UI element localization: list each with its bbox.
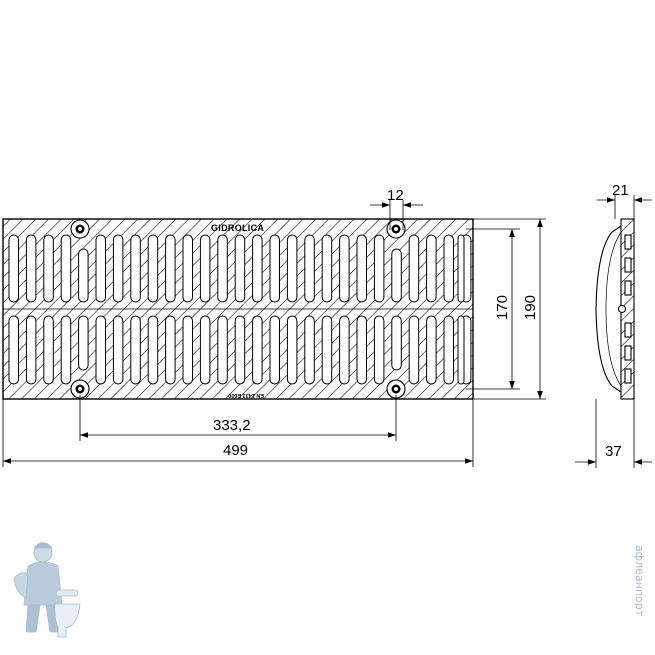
grate-slot: [373, 315, 385, 385]
profile-bottom-curve: [595, 225, 622, 393]
grate-slot: [199, 315, 211, 385]
grate-slot: [182, 234, 193, 303]
standard-label: EN 1433 E600: [228, 392, 264, 398]
grate-slot: [8, 234, 19, 303]
profile-ribs: [624, 234, 632, 384]
grate-slot: [321, 234, 333, 303]
grate-slot: [182, 315, 193, 385]
svg-text:21: 21: [612, 182, 629, 199]
svg-text:12: 12: [387, 187, 404, 204]
grate-slot: [391, 248, 402, 303]
grate-slot: [130, 234, 141, 303]
grate-slot: [78, 315, 89, 371]
grate-slot: [78, 248, 89, 303]
grate-slot: [356, 315, 367, 385]
grate-slot: [112, 315, 124, 385]
grate-slot: [269, 315, 280, 385]
grate-slot: [286, 315, 298, 385]
plumber-with-toilet-icon: [13, 542, 81, 638]
grate-slot: [304, 234, 315, 303]
grate-slot: [165, 315, 176, 385]
grate-slot: [147, 234, 159, 303]
grate-slot: [426, 234, 437, 303]
grate-slot: [457, 234, 465, 303]
dimension-slot-width: 12: [370, 187, 423, 230]
grate-slot: [426, 315, 437, 385]
grate-slot: [286, 234, 298, 303]
grate-slot: [408, 315, 420, 385]
grate-slot: [217, 234, 228, 303]
grate-slot: [356, 234, 367, 303]
svg-text:170: 170: [494, 295, 511, 320]
grate-slot: [443, 315, 454, 385]
grate-slots: [8, 234, 472, 385]
grate-slot: [43, 315, 54, 385]
grate-slot: [252, 234, 263, 303]
grate-slot: [443, 234, 454, 303]
grate-slot: [147, 315, 159, 385]
dimension-overall-length: 499: [2, 399, 474, 467]
dimension-outer-width: 190: [473, 218, 546, 400]
grate-slot: [95, 315, 106, 385]
grate-slot: [234, 234, 246, 303]
grate-slot: [321, 315, 333, 385]
grate-slot: [234, 315, 246, 385]
grate-slot: [112, 234, 124, 303]
grate-slot: [269, 234, 280, 303]
grate-slot: [130, 315, 141, 385]
grate-slot: [199, 234, 211, 303]
grate-slot: [60, 315, 72, 385]
dimension-inner-width: 170: [466, 228, 520, 390]
dimension-hole-spacing: 333,2: [79, 395, 397, 441]
mounting-hole: [386, 219, 406, 239]
grate-slot: [165, 234, 176, 303]
mounting-holes: [70, 219, 406, 399]
grate-slot: [25, 315, 37, 385]
svg-text:499: 499: [223, 442, 248, 459]
grate-slot: [43, 234, 54, 303]
svg-text:333,2: 333,2: [213, 417, 251, 434]
mounting-hole: [70, 219, 90, 239]
grate-slot: [252, 315, 263, 385]
grate-slot: [25, 234, 37, 303]
mounting-hole: [70, 379, 90, 399]
grate-top-view: GIDROLICA EN 1433 E600: [2, 218, 474, 400]
grate-slot: [339, 234, 350, 303]
grate-slot: [339, 315, 350, 385]
grate-slot: [457, 315, 465, 385]
dimension-profile-top: 21: [597, 182, 652, 219]
grate-slot: [408, 234, 420, 303]
grate-slot: [60, 234, 72, 303]
watermark-text: афлеанпорт: [633, 545, 646, 617]
grate-slot: [8, 315, 19, 385]
brand-label: GIDROLICA: [211, 223, 264, 233]
grate-slot: [95, 234, 106, 303]
svg-text:37: 37: [605, 443, 622, 460]
grate-slot: [391, 315, 402, 371]
grate-slot: [373, 234, 385, 303]
svg-text:190: 190: [522, 295, 539, 320]
grate-slot: [217, 315, 228, 385]
dimension-profile-height: 37: [575, 399, 652, 468]
profile-pin: [617, 304, 627, 314]
grate-side-profile: [595, 218, 635, 400]
grate-slot: [304, 315, 315, 385]
